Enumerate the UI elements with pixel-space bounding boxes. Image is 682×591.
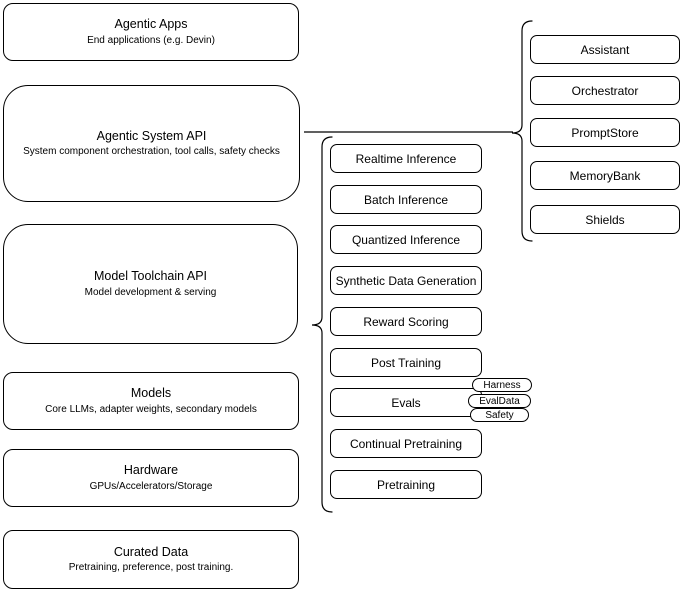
curated-data-box: Curated Data Pretraining, preference, po…	[3, 530, 299, 589]
synthetic-data-generation-node: Synthetic Data Generation	[330, 266, 482, 295]
box-subtitle: Model development & serving	[84, 286, 217, 298]
reward-scoring-node: Reward Scoring	[330, 307, 482, 336]
node-label: Evals	[391, 395, 421, 410]
node-label: Pretraining	[376, 477, 436, 492]
harness-pill: Harness	[472, 378, 532, 392]
agentic-apps-box: Agentic Apps End applications (e.g. Devi…	[3, 3, 299, 61]
node-label: Realtime Inference	[355, 151, 457, 166]
pill-label: Safety	[485, 409, 514, 421]
evaldata-pill: EvalData	[468, 394, 531, 408]
node-label: Continual Pretraining	[349, 436, 463, 451]
safety-pill: Safety	[470, 408, 529, 422]
box-title: Agentic Apps	[114, 17, 188, 32]
box-subtitle: GPUs/Accelerators/Storage	[89, 480, 213, 492]
box-subtitle: Pretraining, preference, post training.	[68, 562, 234, 574]
box-subtitle: End applications (e.g. Devin)	[87, 34, 215, 46]
node-label: Orchestrator	[571, 83, 639, 98]
node-label: Quantized Inference	[351, 232, 461, 247]
box-title: Curated Data	[113, 544, 189, 559]
box-title: Agentic System API	[96, 128, 207, 143]
box-subtitle: Core LLMs, adapter weights, secondary mo…	[45, 403, 257, 415]
toolchain-brace	[311, 136, 333, 513]
pill-label: Harness	[483, 379, 521, 391]
promptstore-node: PromptStore	[530, 118, 680, 147]
node-label: Shields	[585, 212, 625, 227]
orchestrator-node: Orchestrator	[530, 76, 680, 105]
agentic-system-api-box: Agentic System API System component orch…	[3, 85, 300, 202]
memorybank-node: MemoryBank	[530, 161, 680, 190]
box-subtitle: System component orchestration, tool cal…	[23, 146, 280, 158]
models-box: Models Core LLMs, adapter weights, secon…	[3, 372, 299, 430]
post-training-node: Post Training	[330, 348, 482, 377]
hardware-box: Hardware GPUs/Accelerators/Storage	[3, 449, 299, 507]
model-toolchain-api-box: Model Toolchain API Model development & …	[3, 224, 298, 344]
node-label: PromptStore	[571, 125, 639, 140]
continual-pretraining-node: Continual Pretraining	[330, 429, 482, 458]
box-title: Hardware	[123, 463, 179, 478]
node-label: Batch Inference	[363, 192, 449, 207]
node-label: Synthetic Data Generation	[335, 273, 477, 288]
node-label: MemoryBank	[569, 168, 641, 183]
pill-label: EvalData	[479, 395, 520, 407]
quantized-inference-node: Quantized Inference	[330, 225, 482, 254]
realtime-inference-node: Realtime Inference	[330, 144, 482, 173]
node-label: Post Training	[370, 355, 442, 370]
box-title: Models	[130, 386, 172, 401]
pretraining-node: Pretraining	[330, 470, 482, 499]
components-brace	[511, 20, 533, 242]
evals-node: Evals	[330, 388, 482, 417]
node-label: Assistant	[580, 42, 630, 57]
shields-node: Shields	[530, 205, 680, 234]
batch-inference-node: Batch Inference	[330, 185, 482, 214]
assistant-node: Assistant	[530, 35, 680, 64]
box-title: Model Toolchain API	[93, 269, 208, 284]
node-label: Reward Scoring	[363, 314, 449, 329]
